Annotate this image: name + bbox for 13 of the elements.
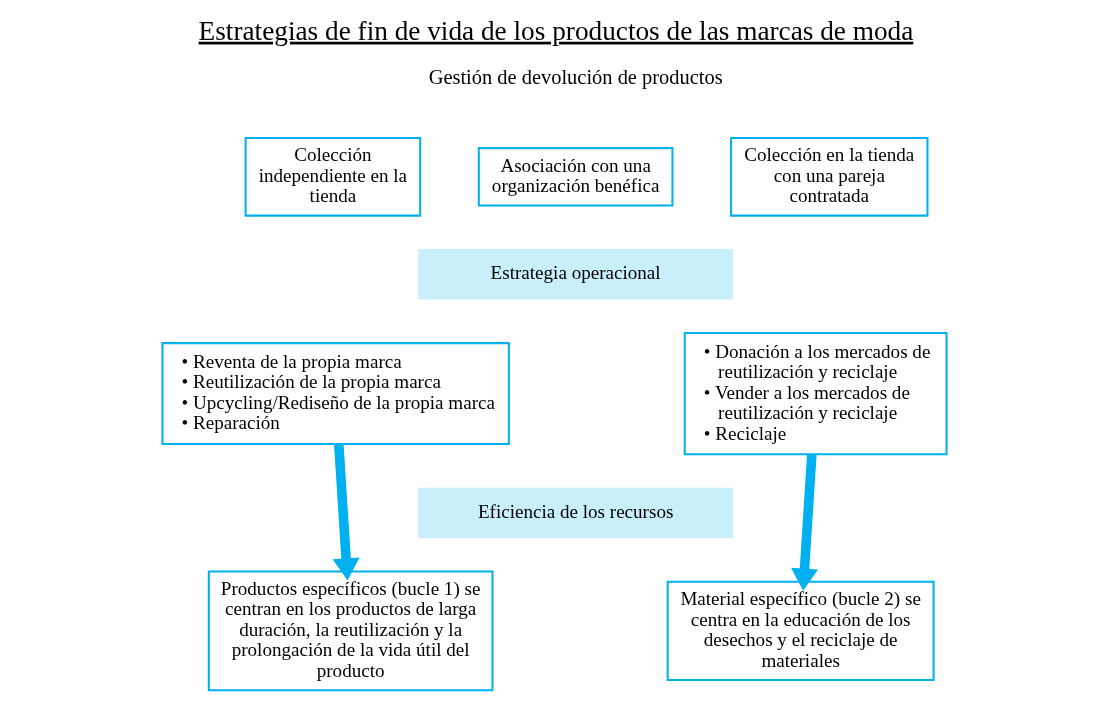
node-box: Colección en la tienda con una pareja contratada (729, 136, 928, 217)
node-box: Estrategia operacional (417, 249, 733, 300)
diagram-title: Estrategias de fin de vida de los productos de las marcas de moda (198, 15, 913, 46)
node-box: Eficiencia de los recursos (417, 487, 733, 539)
arrow (790, 454, 818, 591)
arrow (332, 443, 360, 581)
node-box: • Reventa de la propia marca • Reutilización de la propia marca • Upcycling/Rediseño de la propia marca • Reparación (160, 342, 510, 446)
node-box: Colección independiente en la tienda (244, 136, 421, 217)
node-box: Productos específicos (bucle 1) se centran en los productos de larga duración, la reutilización y la prolongación de la vida útil del producto (207, 570, 493, 692)
label: Gestión de devolución de productos (428, 66, 723, 89)
node-box: Asociación con una organización benéfica (477, 147, 673, 207)
node-box: • Donación a los mercados de reutilización y reciclaje • Vender a los mercados de reutilización y reciclaje • Reciclaje (683, 331, 948, 456)
node-box: Material específico (bucle 2) se centra en la educación de los desechos y el reciclaje de materiales (666, 580, 935, 681)
